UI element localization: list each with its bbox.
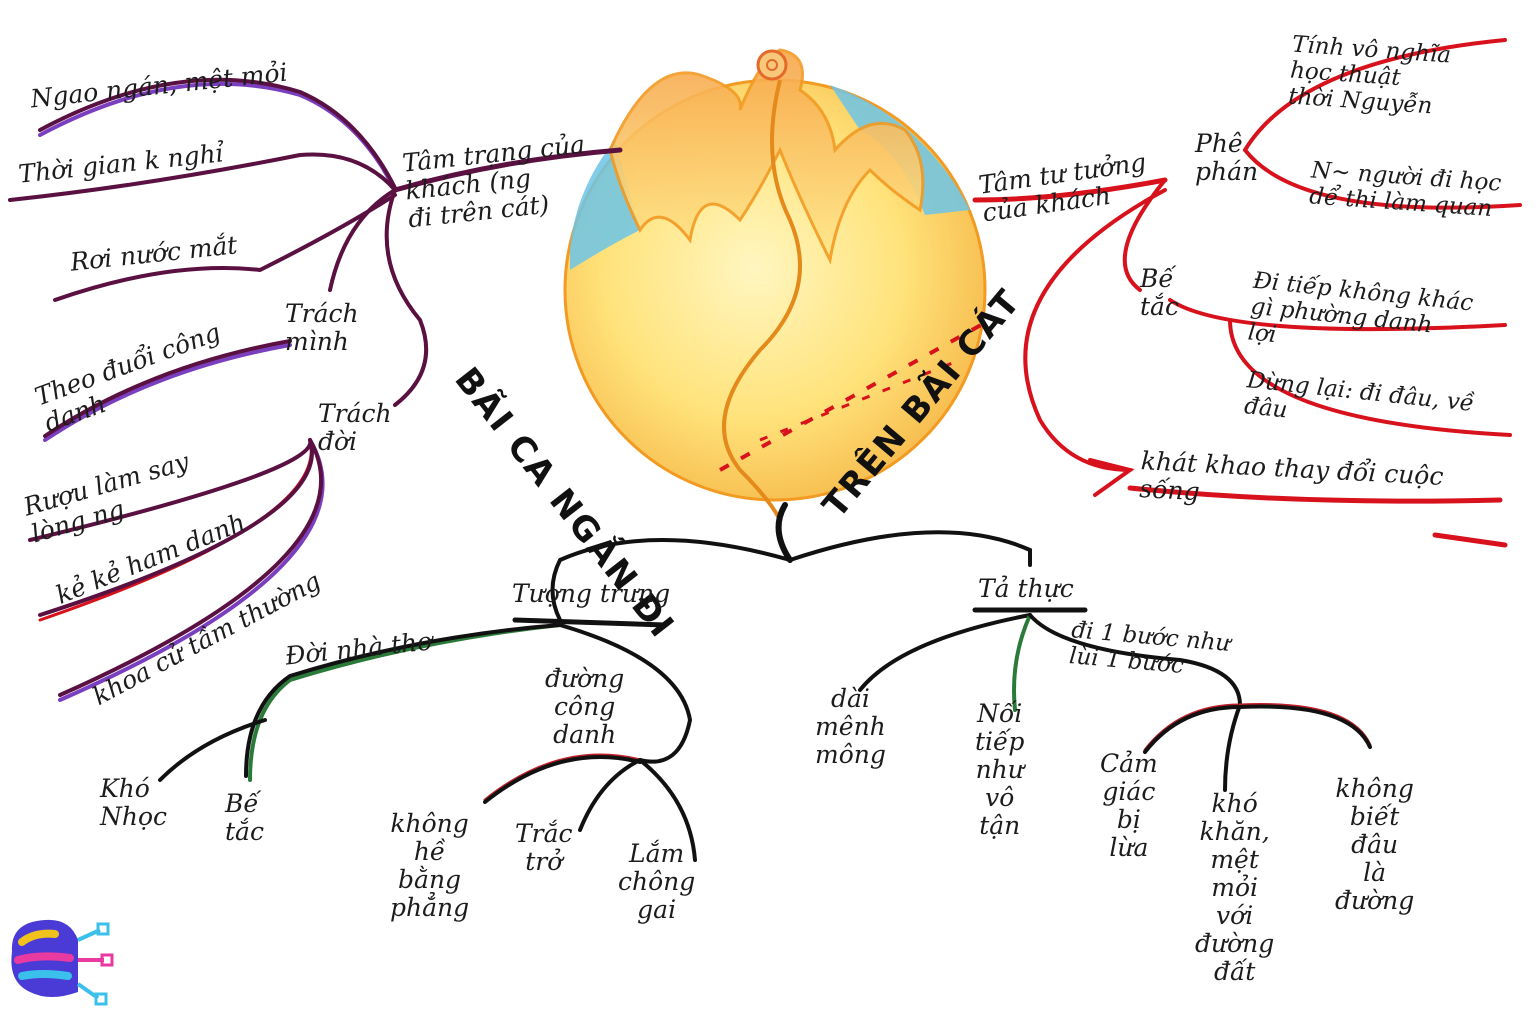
bottom-branches — [158, 502, 1372, 862]
central-sun-illustration — [563, 48, 991, 521]
trach-doi-label: Trách đời — [318, 399, 392, 456]
left-branches — [8, 77, 623, 702]
duong-cong-danh-item-2: Trắc trở — [515, 819, 573, 876]
ta-thuc-item-2: Nối tiếp như vô tận — [975, 699, 1025, 840]
doi-nha-tho-item-1: Khó Nhọc — [100, 774, 168, 831]
doi-nha-tho-item-2: Bế tắc — [225, 789, 264, 846]
phe-phan-label: Phê phán — [1195, 129, 1259, 186]
ta-thuc-label: Tả thực — [978, 574, 1074, 603]
be-tac-label: Bế tắc — [1140, 264, 1179, 321]
brain-circuit-logo-icon — [11, 919, 114, 1006]
right-branches — [972, 38, 1522, 548]
di-1-buoc-item-3: không biết đâu là đường — [1335, 774, 1415, 915]
duong-cong-danh-label: đường công danh — [545, 664, 625, 749]
trach-minh-label: Trách mình — [285, 299, 359, 356]
duong-cong-danh-item-1: không hề bằng phẳng — [390, 809, 470, 922]
ta-thuc-item-1: dài mênh mông — [815, 684, 886, 769]
di-1-buoc-item-2: khó khăn, mệt mỏi với đường đất — [1195, 789, 1275, 986]
phe-phan-item-1: Tính vô nghĩa học thuật thời Nguyễn — [1287, 31, 1452, 119]
duong-cong-danh-item-3: Lắm chông gai — [618, 839, 696, 924]
tuong-trung-label: Tượng trưng — [512, 579, 671, 608]
di-1-buoc-item-1: Cảm giác bị lừa — [1100, 749, 1158, 862]
